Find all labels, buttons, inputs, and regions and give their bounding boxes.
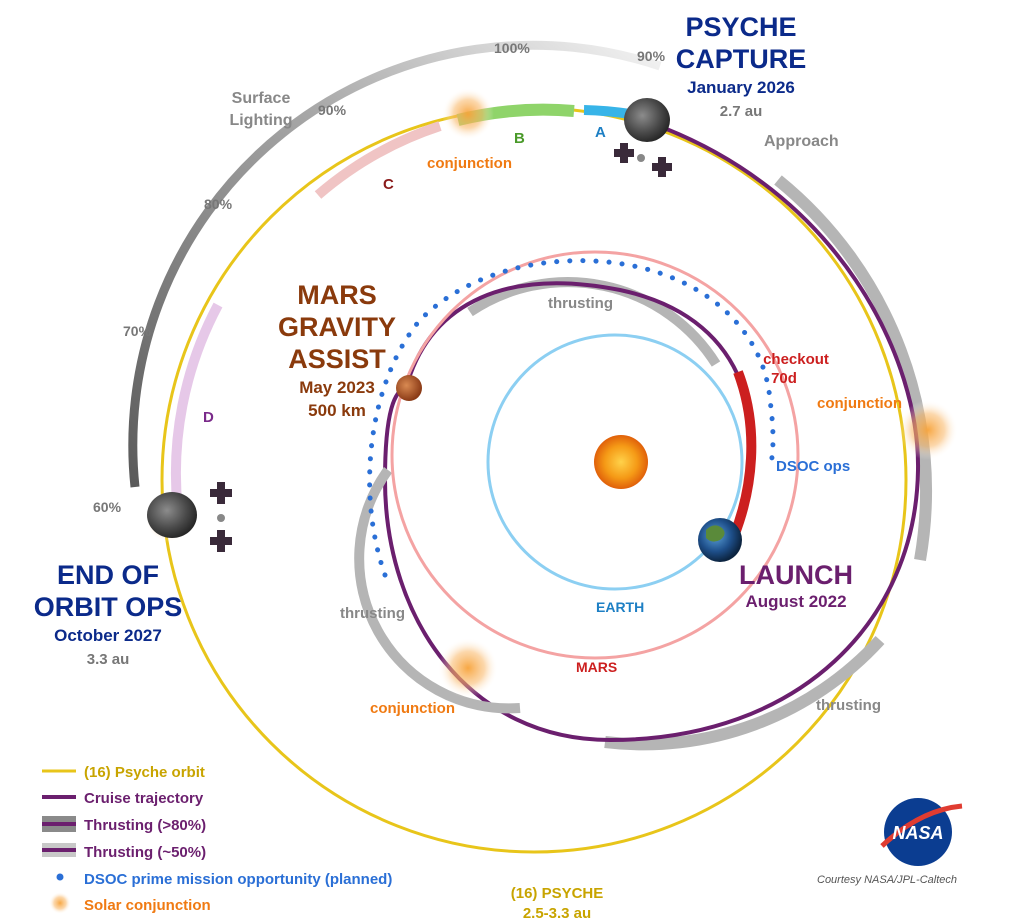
- psyche-orbit: [160, 106, 908, 854]
- legend-cruise-label: Cruise trajectory: [84, 790, 204, 807]
- mars-assist-title-1: MARS: [297, 280, 377, 310]
- checkout-label-2: 70d: [771, 370, 797, 387]
- mars-assist-title-2: GRAVITY: [278, 312, 396, 342]
- phase-b-label: B: [514, 130, 525, 147]
- dsoc-dotted-arc: [367, 258, 776, 578]
- sun: [594, 435, 648, 489]
- surface-lighting-label-2: Lighting: [229, 112, 292, 129]
- psyche-orbit-label-2: 2.5-3.3 au: [523, 905, 591, 922]
- nasa-logo-text: NASA: [892, 823, 943, 843]
- conjunction-label-bottom: conjunction: [370, 700, 455, 717]
- legend: (16) Psyche orbit Cruise trajectory Thru…: [42, 764, 392, 914]
- cruise-left-thrust-band: [354, 467, 521, 714]
- psyche-capture-dist: 2.7 au: [720, 103, 763, 120]
- mars-assist-alt: 500 km: [308, 401, 366, 420]
- psyche-orbit-label-1: (16) PSYCHE: [511, 885, 604, 902]
- pct-90-right: 90%: [637, 48, 666, 64]
- phase-d-label: D: [203, 409, 214, 426]
- cruise-outer-thrust-band: [774, 175, 933, 562]
- mars-planet: [396, 375, 422, 401]
- nasa-logo: NASA: [880, 798, 963, 866]
- approach-label: Approach: [764, 133, 839, 150]
- psyche-capture-date: January 2026: [687, 78, 795, 97]
- spacecraft-capture-icon: [614, 143, 672, 177]
- end-of-orbit-date: October 2027: [54, 626, 162, 645]
- end-of-orbit-title-2: ORBIT OPS: [34, 592, 183, 622]
- mars-assist-title-3: ASSIST: [288, 344, 386, 374]
- psyche-asteroid-capture: [624, 98, 670, 142]
- launch-date: August 2022: [745, 592, 846, 611]
- phase-band-d: [170, 302, 223, 513]
- surface-lighting-label-1: Surface: [232, 90, 291, 107]
- cruise-trajectory-outer: [382, 120, 921, 743]
- legend-psyche-orbit-label: (16) Psyche orbit: [84, 764, 205, 781]
- legend-dsoc-label: DSOC prime mission opportunity (planned): [84, 871, 392, 888]
- psyche-capture-title-2: CAPTURE: [676, 44, 807, 74]
- spacecraft-end-icon: [210, 482, 232, 552]
- mars-orbit-label: MARS: [576, 659, 617, 675]
- legend-thrust80-label: Thrusting (>80%): [84, 817, 206, 834]
- earth-land: [706, 525, 725, 542]
- psyche-asteroid-end: [147, 492, 197, 538]
- end-of-orbit-dist: 3.3 au: [87, 651, 130, 668]
- conjunction-glow-top: [442, 88, 494, 140]
- pct-80: 80%: [204, 196, 233, 212]
- surface-lighting-arc: [128, 40, 662, 488]
- checkout-band: [729, 370, 757, 538]
- checkout-label-1: checkout: [763, 351, 829, 368]
- legend-dsoc-swatch: [56, 873, 64, 881]
- conjunction-glow-bottom: [438, 638, 498, 698]
- psyche-capture-title-1: PSYCHE: [685, 12, 796, 42]
- cruise-trajectory-inner: [404, 281, 754, 537]
- pct-60: 60%: [93, 499, 122, 515]
- credit-text: Courtesy NASA/JPL-Caltech: [817, 874, 957, 886]
- earth-orbit-label: EARTH: [596, 599, 644, 615]
- launch-title: LAUNCH: [739, 560, 853, 590]
- phase-a-label: A: [595, 124, 606, 141]
- pct-70: 70%: [123, 323, 152, 339]
- dsoc-ops-label: DSOC ops: [776, 458, 850, 475]
- mars-assist-date: May 2023: [299, 378, 375, 397]
- thrusting-label-top: thrusting: [548, 295, 613, 312]
- thrusting-label-left: thrusting: [340, 605, 405, 622]
- phase-band-a: [583, 105, 631, 119]
- earth-orbit: [486, 333, 744, 591]
- conjunction-label-top: conjunction: [427, 155, 512, 172]
- pct-100: 100%: [494, 40, 530, 56]
- legend-conjunction-swatch: [49, 892, 71, 914]
- cruise-bottom-thrust-band: [604, 635, 885, 751]
- conjunction-label-right: conjunction: [817, 395, 902, 412]
- legend-conjunction-label: Solar conjunction: [84, 897, 211, 914]
- conjunction-glow-right: [898, 400, 958, 460]
- pct-90-left: 90%: [318, 102, 347, 118]
- thrusting-label-bottom: thrusting: [816, 697, 881, 714]
- phase-c-label: C: [383, 176, 394, 193]
- mars-orbit: [390, 250, 800, 660]
- legend-thrust50-label: Thrusting (~50%): [84, 844, 206, 861]
- end-of-orbit-title-1: END OF: [57, 560, 159, 590]
- phase-band-c: [314, 121, 442, 199]
